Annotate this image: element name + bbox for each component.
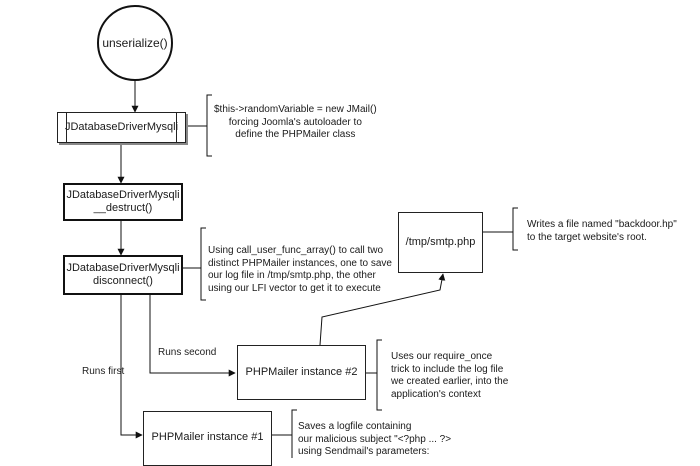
edge-mailer2-smtp bbox=[319, 273, 446, 346]
destruct-class-label: JDatabaseDriverMysqli bbox=[66, 189, 180, 201]
logfile-note-line: using Sendmail's parameters: bbox=[298, 446, 430, 457]
mailer2-node: PHPMailer instance #2 bbox=[237, 345, 366, 400]
smtp-node: /tmp/smtp.php bbox=[398, 212, 483, 273]
logfile-note: Saves a logfile containing our malicious… bbox=[298, 421, 451, 459]
call-user-note-line: our log file in /tmp/smtp.php, the other bbox=[208, 270, 376, 281]
call-user-note: Using call_user_func_array() to call two… bbox=[208, 245, 392, 295]
disconnect-class-label: JDatabaseDriverMysqli bbox=[66, 262, 180, 274]
backdoor-note-line: Writes a file named "backdoor.hp" bbox=[527, 219, 677, 230]
require-note-line: trick to include the log file bbox=[391, 363, 504, 375]
driver-right-bar bbox=[176, 113, 177, 142]
jmail-note-line: define the PHPMailer class bbox=[235, 129, 356, 140]
backdoor-note-line: to the target website's root. bbox=[527, 231, 647, 243]
smtp-label: /tmp/smtp.php bbox=[405, 236, 476, 248]
require-note: Uses our require_once trick to include t… bbox=[391, 351, 508, 401]
destruct-node: JDatabaseDriverMysqli __destruct() bbox=[63, 183, 183, 221]
driver-main-node: JDatabaseDriverMysqli bbox=[57, 112, 186, 143]
require-note-line: Uses our require_once bbox=[391, 351, 493, 362]
mailer2-label: PHPMailer instance #2 bbox=[245, 366, 358, 378]
call-user-note-line: distinct PHPMailer instances, one to sav… bbox=[208, 257, 392, 269]
call-user-note-line: Using call_user_func_array() to call two bbox=[208, 245, 384, 256]
runs-first-label: Runs first bbox=[82, 366, 125, 377]
call-user-note-line: using our LFI vector to get it to execut… bbox=[208, 282, 381, 294]
require-note-line: application's context bbox=[391, 388, 481, 400]
unserialize-label: unserialize() bbox=[102, 35, 168, 50]
mailer1-node: PHPMailer instance #1 bbox=[143, 411, 272, 466]
unserialize-node: unserialize() bbox=[97, 5, 173, 81]
logfile-note-bracket bbox=[291, 409, 297, 458]
driver-main-label: JDatabaseDriverMysqli bbox=[64, 121, 179, 133]
runs-second-label: Runs second bbox=[158, 347, 217, 358]
jmail-note-line: forcing Joomla's autoloader to bbox=[228, 116, 362, 128]
driver-left-bar bbox=[66, 113, 67, 142]
backdoor-note-bracket bbox=[512, 207, 518, 251]
logfile-note-line: our malicious subject "<?php ... ?> bbox=[298, 433, 452, 445]
edge-runs-first bbox=[120, 295, 143, 439]
mailer1-label: PHPMailer instance #1 bbox=[151, 431, 264, 443]
require-note-bracket bbox=[376, 339, 382, 411]
disconnect-node: JDatabaseDriverMysqli disconnect() bbox=[63, 255, 183, 295]
jmail-note-bracket bbox=[206, 94, 212, 157]
call-user-note-bracket bbox=[200, 227, 206, 301]
jmail-note: $this->randomVariable = new JMail() forc… bbox=[214, 104, 377, 142]
edge-runs-second bbox=[149, 295, 236, 377]
destruct-method-label: __destruct() bbox=[93, 202, 153, 214]
logfile-note-line: Saves a logfile containing bbox=[298, 421, 412, 432]
disconnect-method-label: disconnect() bbox=[93, 275, 153, 287]
require-note-line: we created earlier, into the bbox=[391, 376, 509, 387]
backdoor-note: Writes a file named "backdoor.hp" to the… bbox=[527, 219, 677, 244]
jmail-note-line: $this->randomVariable = new JMail() bbox=[214, 104, 377, 115]
